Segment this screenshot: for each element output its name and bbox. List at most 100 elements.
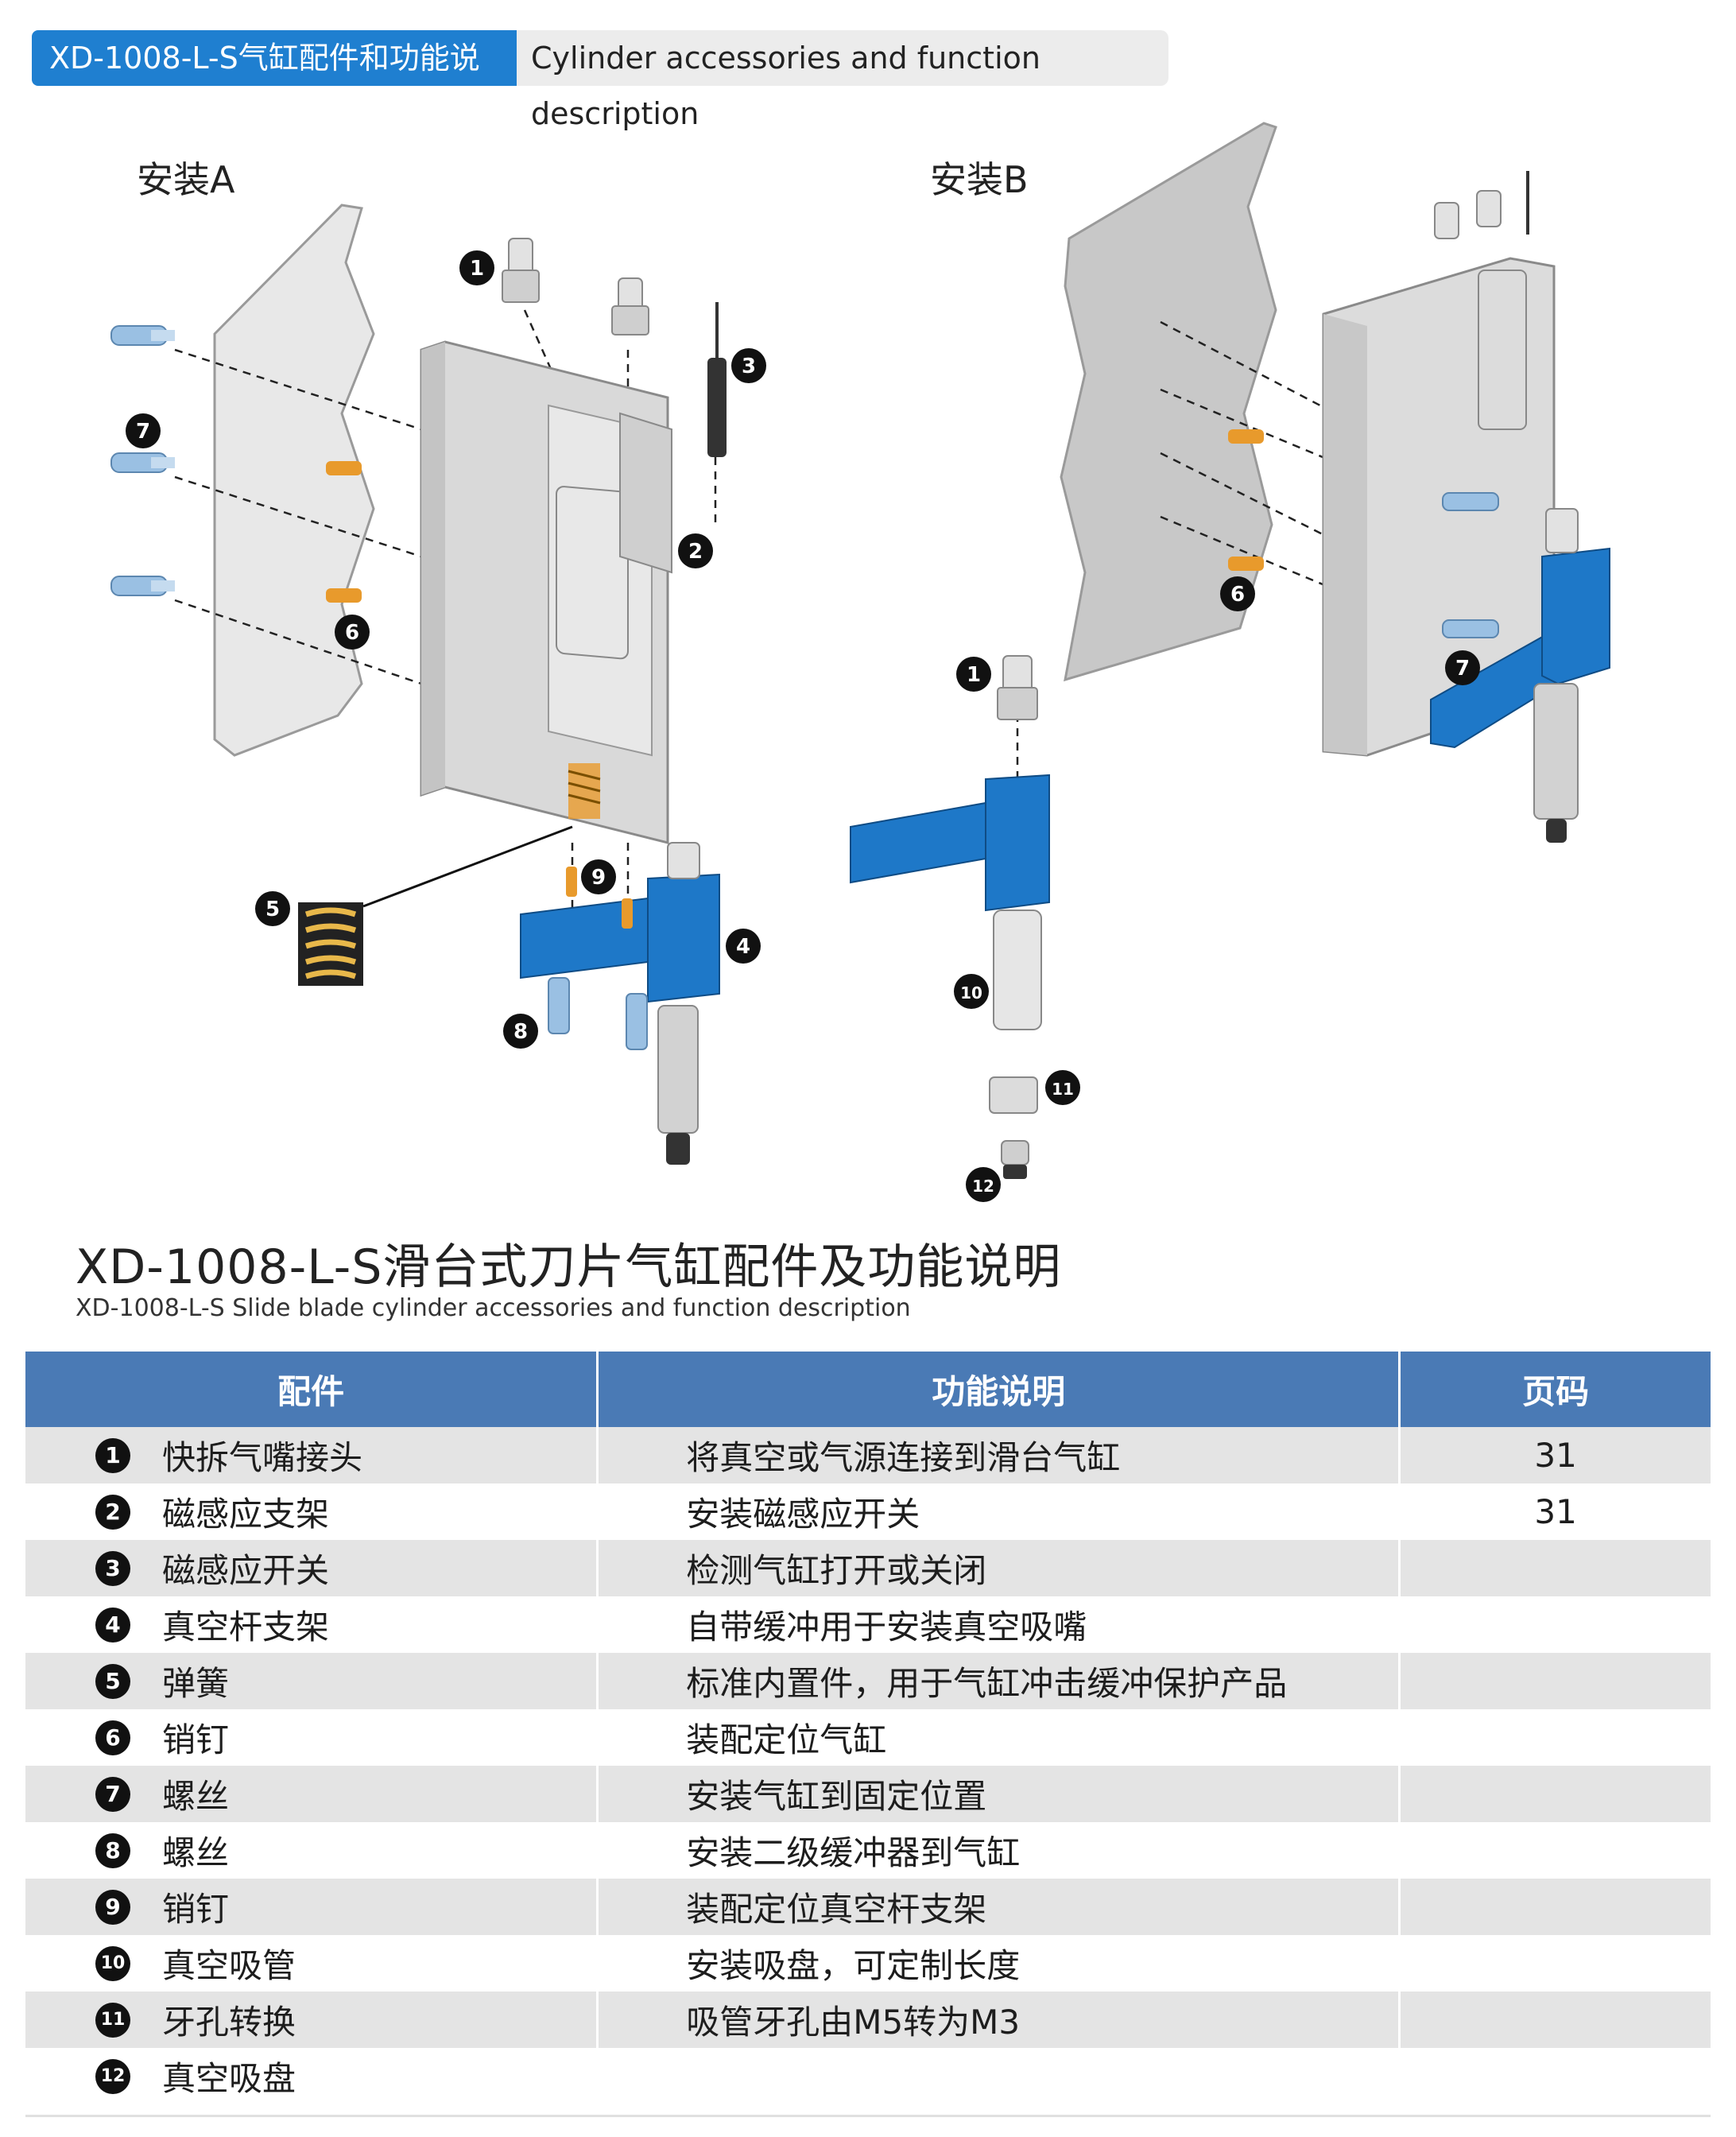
main-title: XD-1008-L-S滑台式刀片气缸配件及功能说明	[76, 1239, 1062, 1295]
function-cell: 自带缓冲用于安装真空吸嘴	[596, 1596, 1400, 1653]
part-name: 牙孔转换	[162, 2003, 296, 2042]
part-number-badge: 9	[95, 1889, 130, 1925]
function-cell	[596, 2048, 1400, 2104]
magnetic-sensor-3	[707, 358, 727, 457]
callout-number: 8	[513, 1020, 528, 1044]
callout-number: 3	[742, 355, 756, 378]
part-name: 销钉	[162, 1890, 230, 1929]
part-number-badge: 5	[95, 1663, 130, 1699]
callout-number: 6	[345, 621, 359, 645]
callout-number: 12	[972, 1177, 994, 1196]
bottom-rule	[25, 2115, 1711, 2117]
part-cell: 7 螺丝	[25, 1766, 598, 1822]
page-cell	[1398, 1935, 1711, 1992]
install-b-label: 安装B	[930, 158, 1029, 201]
part-cell: 1 快拆气嘴接头	[25, 1427, 598, 1483]
part-number-badge: 1	[95, 1437, 130, 1473]
part-name: 快拆气嘴接头	[162, 1438, 363, 1477]
function-cell: 标准内置件，用于气缸冲击缓冲保护产品	[596, 1653, 1400, 1709]
table-row: 12 真空吸盘	[25, 2048, 1711, 2104]
part-cell: 12 真空吸盘	[25, 2048, 598, 2104]
pin-6-upper	[326, 461, 362, 475]
callout-number: 11	[1052, 1080, 1074, 1099]
install-b-assembly	[850, 122, 1610, 1179]
page-cell: 31	[1398, 1483, 1711, 1540]
col-header-part: 配件	[25, 1352, 598, 1427]
part-name: 真空吸管	[162, 1946, 296, 1985]
callout-9: 9	[581, 859, 616, 894]
part-name: 真空吸盘	[162, 2059, 296, 2098]
header-title-cn: XD-1008-L-S气缸配件和功能说明	[32, 30, 517, 131]
part-name: 销钉	[162, 1720, 230, 1759]
table-row: 7 螺丝 安装气缸到固定位置	[25, 1766, 1711, 1822]
part-number-badge: 2	[95, 1494, 130, 1530]
table-row: 5 弹簧 标准内置件，用于气缸冲击缓冲保护产品	[25, 1653, 1711, 1709]
callout-number: 9	[591, 866, 606, 890]
mounting-wall-b	[1060, 122, 1277, 682]
page-cell	[1398, 1879, 1711, 1935]
install-a-assembly	[110, 204, 727, 1165]
mounting-wall-a	[213, 204, 375, 757]
table-row: 10 真空吸管 安装吸盘，可定制长度	[25, 1935, 1711, 1992]
part-cell: 10 真空吸管	[25, 1935, 598, 1992]
vacuum-parts-exploded	[850, 655, 1050, 1179]
part-name: 弹簧	[162, 1664, 230, 1703]
part-number-badge: 10	[95, 1945, 130, 1981]
callout-number: 6	[1230, 583, 1245, 607]
function-text	[599, 2057, 686, 2096]
part-number-badge: 12	[95, 2058, 130, 2094]
function-text: 装配定位真空杆支架	[686, 1890, 987, 1929]
part-cell: 5 弹簧	[25, 1653, 598, 1709]
page-cell	[1398, 1540, 1711, 1596]
function-text: 安装磁感应开关	[686, 1495, 920, 1534]
part-cell: 8 螺丝	[25, 1822, 598, 1879]
function-cell: 检测气缸打开或关闭	[596, 1540, 1400, 1596]
part-name: 磁感应支架	[162, 1495, 330, 1534]
screw-8-group	[548, 977, 648, 1050]
part-number-badge: 8	[95, 1833, 130, 1868]
callout-1: 1	[956, 657, 991, 692]
function-text: 将真空或气源连接到滑台气缸	[686, 1438, 1121, 1477]
function-cell: 安装吸盘，可定制长度	[596, 1935, 1400, 1992]
callout-number: 1	[470, 257, 484, 281]
function-text: 安装二级缓冲器到气缸	[686, 1833, 1021, 1872]
table-header-row: 配件 功能说明 页码	[25, 1352, 1711, 1427]
table-row: 9 销钉 装配定位真空杆支架	[25, 1879, 1711, 1935]
table-row: 8 螺丝 安装二级缓冲器到气缸	[25, 1822, 1711, 1879]
callout-number: 4	[736, 935, 750, 959]
part-name: 真空杆支架	[162, 1608, 330, 1646]
header-banner: XD-1008-L-S气缸配件和功能说明 Cylinder accessorie…	[32, 30, 1168, 131]
callout-number: 7	[136, 420, 150, 444]
table-row: 2 磁感应支架 安装磁感应开关 31	[25, 1483, 1711, 1540]
callout-4: 4	[726, 929, 761, 964]
function-text: 自带缓冲用于安装真空吸嘴	[686, 1608, 1087, 1646]
screw-7-group	[110, 325, 175, 596]
callout-7: 7	[126, 413, 161, 448]
function-cell: 吸管牙孔由M5转为M3	[596, 1992, 1400, 2048]
part-name: 螺丝	[162, 1777, 230, 1816]
callout-8: 8	[503, 1014, 538, 1049]
function-cell: 安装气缸到固定位置	[596, 1766, 1400, 1822]
part-name: 螺丝	[162, 1833, 230, 1872]
install-a-label: 安装A	[137, 158, 235, 201]
callout-5: 5	[255, 891, 290, 926]
function-cell: 安装二级缓冲器到气缸	[596, 1822, 1400, 1879]
page-cell: 31	[1398, 1427, 1711, 1483]
function-cell: 将真空或气源连接到滑台气缸	[596, 1427, 1400, 1483]
part-number-badge: 7	[95, 1776, 130, 1812]
callout-number: 7	[1455, 657, 1470, 681]
callout-12: 12	[966, 1167, 1001, 1202]
callout-7: 7	[1445, 650, 1480, 685]
table-row: 1 快拆气嘴接头 将真空或气源连接到滑台气缸 31	[25, 1427, 1711, 1483]
part-cell: 9 销钉	[25, 1879, 598, 1935]
function-text: 吸管牙孔由M5转为M3	[686, 2003, 1021, 2042]
spring-detail-5	[298, 825, 573, 986]
